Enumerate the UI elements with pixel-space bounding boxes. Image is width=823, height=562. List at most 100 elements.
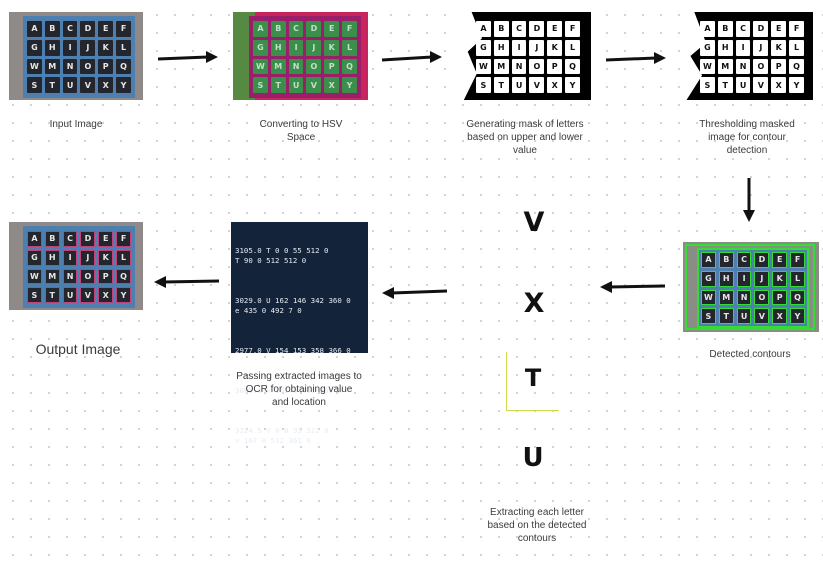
- letter-tile: H: [718, 270, 734, 287]
- letter-tile: H: [270, 39, 286, 56]
- letter-tile: S: [27, 287, 42, 303]
- letter-tile: T: [44, 77, 60, 93]
- letter-tile: H: [717, 39, 733, 56]
- letter-tile: Y: [789, 77, 804, 93]
- letter-tile: E: [98, 231, 114, 247]
- letter-tile: O: [754, 289, 770, 306]
- caption-mask: Generating mask of letters based on uppe…: [466, 119, 584, 156]
- letter-tile: Q: [342, 58, 357, 75]
- letter-tile: Y: [116, 77, 131, 93]
- letter-tile: J: [306, 39, 322, 56]
- letter-tile: T: [717, 77, 733, 93]
- letter-tile: Y: [790, 308, 805, 324]
- ocr-line-2: 3029.0 U 162 146 342 360 0 e 435 0 492 7…: [235, 296, 351, 315]
- letter-tile: M: [717, 58, 733, 75]
- extracted-crop-frame: [506, 352, 559, 411]
- letter-tile: S: [700, 77, 715, 93]
- letter-tile: Q: [116, 58, 131, 75]
- letter-tile: C: [62, 231, 78, 247]
- letter-tile: P: [98, 268, 114, 285]
- ocr-output-panel: 3105.0 T 0 0 55 512 0 T 90 0 512 512 0 3…: [231, 222, 368, 445]
- letter-tile: G: [253, 39, 268, 56]
- letter-tile: F: [790, 252, 805, 268]
- letter-tile: T: [270, 77, 286, 93]
- letter-tile: O: [529, 58, 545, 75]
- letter-tile: U: [735, 77, 751, 93]
- letter-tile: M: [44, 268, 60, 285]
- letter-tile: G: [27, 249, 42, 266]
- letter-tile: I: [288, 39, 304, 56]
- letter-tile: C: [735, 21, 751, 37]
- arrow-contours-to-extract: [600, 281, 666, 293]
- letter-tile: O: [80, 268, 96, 285]
- letter-tile: A: [700, 21, 715, 37]
- letter-tile: D: [529, 21, 545, 37]
- letter-tile: A: [253, 21, 268, 37]
- letter-tile: K: [98, 249, 114, 266]
- letter-tile: E: [98, 21, 114, 37]
- letter-tile: W: [27, 58, 42, 75]
- letter-tile: N: [511, 58, 527, 75]
- letter-tile: G: [476, 39, 491, 56]
- letter-tile: D: [80, 231, 96, 247]
- caption-threshold: Thresholding masked image for contour de…: [699, 119, 795, 156]
- letter-tile: G: [701, 270, 716, 287]
- letter-tile: N: [62, 58, 78, 75]
- letter-tile: P: [771, 58, 787, 75]
- arrow-ocr-to-output: [154, 276, 220, 288]
- letter-tile: V: [529, 77, 545, 93]
- letter-tile: T: [493, 77, 509, 93]
- letter-tile: L: [789, 39, 804, 56]
- letter-tile: A: [27, 21, 42, 37]
- letter-tile: D: [754, 252, 770, 268]
- letter-tile: Q: [565, 58, 580, 75]
- letter-tile: B: [270, 21, 286, 37]
- letter-tile: P: [98, 58, 114, 75]
- letter-tile: U: [736, 308, 752, 324]
- letter-tile: P: [324, 58, 340, 75]
- letter-tile: K: [98, 39, 114, 56]
- letter-tile: E: [772, 252, 788, 268]
- letter-tile: W: [253, 58, 268, 75]
- letter-tile: I: [736, 270, 752, 287]
- letter-tile: Q: [790, 289, 805, 306]
- letter-tile: L: [116, 39, 131, 56]
- letter-tile: Y: [342, 77, 357, 93]
- ocr-line-1: 3105.0 T 0 0 55 512 0 T 90 0 512 512 0: [235, 246, 329, 265]
- letter-tile: V: [80, 287, 96, 303]
- letter-tile: M: [718, 289, 734, 306]
- letter-tile: G: [27, 39, 42, 56]
- letter-tile: W: [476, 58, 491, 75]
- letter-tile: Y: [116, 287, 131, 303]
- letter-tile: D: [80, 21, 96, 37]
- arrow-extract-to-ocr: [382, 287, 448, 299]
- letter-tile: J: [529, 39, 545, 56]
- letter-tile: W: [701, 289, 716, 306]
- ocr-line-4: 3085.0 x 161 0 491 360 0: [235, 386, 342, 395]
- letter-tile: N: [736, 289, 752, 306]
- letter-tile: M: [270, 58, 286, 75]
- letter-tile: U: [511, 77, 527, 93]
- letter-tile: I: [62, 39, 78, 56]
- letter-tile: I: [62, 249, 78, 266]
- letter-tile: E: [547, 21, 563, 37]
- extracted-letter-x: X: [523, 288, 545, 319]
- letter-tile: L: [342, 39, 357, 56]
- letter-tile: B: [717, 21, 733, 37]
- letter-tile: B: [44, 21, 60, 37]
- letter-tile: T: [44, 287, 60, 303]
- letter-tile: U: [288, 77, 304, 93]
- letter-tile: F: [565, 21, 580, 37]
- letter-tile: X: [772, 308, 788, 324]
- arrow-hsv-to-mask: [381, 51, 442, 63]
- letter-tile: J: [80, 249, 96, 266]
- letter-tile: X: [547, 77, 563, 93]
- letter-tile: Q: [116, 268, 131, 285]
